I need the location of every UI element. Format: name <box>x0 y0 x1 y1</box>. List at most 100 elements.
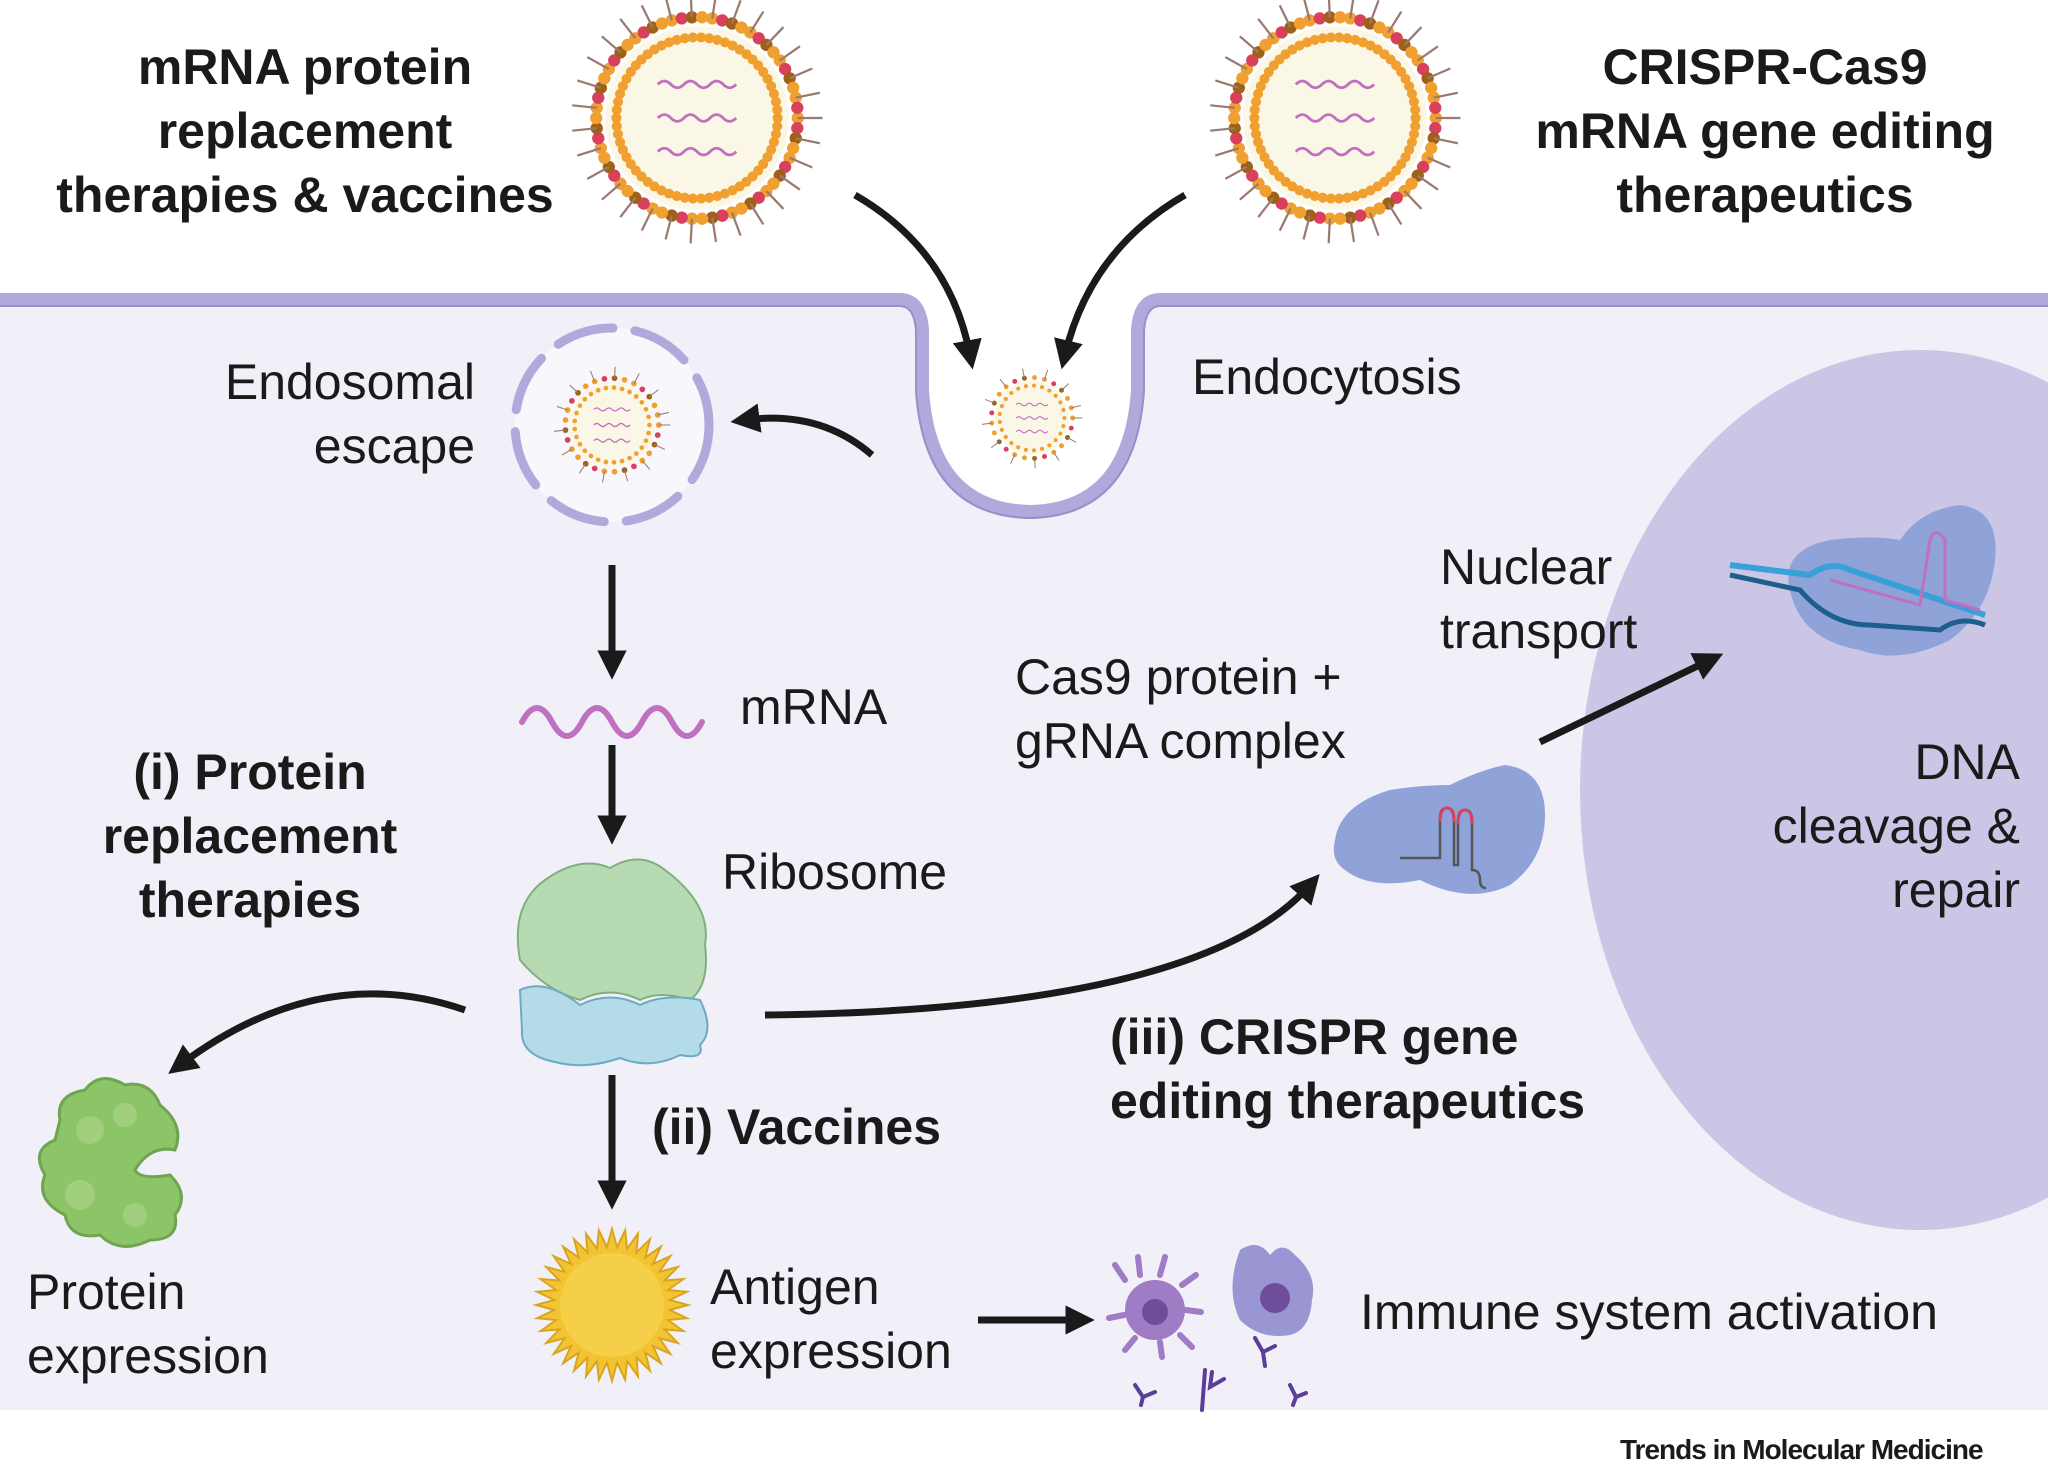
lipid-head <box>712 191 723 202</box>
peg-chain <box>1387 10 1403 34</box>
lipid-head <box>574 410 579 416</box>
lipid-head <box>591 465 598 472</box>
label-line: Endosomal <box>224 354 475 410</box>
dendritic-cell-icon <box>1106 1254 1204 1360</box>
peg-chain <box>1403 26 1423 46</box>
lipid-head <box>1012 378 1018 384</box>
label-nuclear-transport: Nuclear transport <box>1440 535 1637 663</box>
lipid-head <box>716 209 729 222</box>
lipid-head <box>639 445 645 450</box>
cas9-grna-complex-icon <box>1333 765 1545 894</box>
lipid-head <box>611 385 617 390</box>
lipid-head <box>1249 121 1260 132</box>
macrophage-icon <box>1232 1245 1314 1336</box>
lipid-head <box>1003 435 1008 440</box>
lipid-head <box>1354 14 1367 27</box>
lipid-head <box>1333 11 1347 24</box>
peg-chain <box>1257 197 1275 218</box>
peg-chain <box>1278 208 1292 232</box>
lipid-head <box>595 387 601 393</box>
peg-chain <box>641 460 651 470</box>
peg-chain <box>665 0 673 21</box>
label-mrna: mRNA <box>740 679 888 735</box>
lipid-head <box>1228 111 1241 125</box>
lipid-head <box>615 137 626 148</box>
lipid-head <box>772 104 783 115</box>
ribosome-small-subunit-icon <box>518 985 709 1067</box>
peg-chain <box>556 405 568 411</box>
lipid-head <box>1421 151 1434 164</box>
lipid-head <box>1062 415 1067 421</box>
mrna-cargo <box>1015 429 1049 434</box>
label-line: escape <box>313 418 475 474</box>
lipid-head <box>615 88 626 99</box>
peg-chain <box>1239 35 1260 54</box>
antigen-body <box>560 1253 664 1357</box>
lipid-head <box>651 402 658 409</box>
lipid-head <box>687 32 698 43</box>
label-protein-expression: Protein expression <box>27 1260 269 1388</box>
peg-chain <box>1044 369 1049 380</box>
lipid-head <box>675 211 688 224</box>
lipid-head <box>1342 33 1353 44</box>
lipid-head <box>582 448 588 454</box>
lipid-head <box>1253 88 1264 99</box>
lipid-head <box>1009 440 1014 445</box>
peg-chain <box>1071 404 1081 409</box>
lipid-head <box>1317 192 1328 203</box>
lipid-head <box>646 414 651 420</box>
peg-chain <box>619 18 637 39</box>
lipid-head <box>716 14 729 27</box>
lipid-head <box>1249 112 1260 124</box>
cytoplasm <box>0 300 2048 1410</box>
lipid-head <box>768 137 779 148</box>
lipid-head <box>1313 12 1326 25</box>
lipid-head <box>1410 112 1421 124</box>
lipid-head <box>696 193 707 204</box>
peg-chain <box>1067 437 1077 443</box>
lipid-head <box>1309 191 1320 202</box>
peg-chain <box>1433 91 1459 99</box>
lipid-head <box>564 437 571 443</box>
lipid-head <box>1068 425 1074 431</box>
lipid-head <box>627 389 632 395</box>
peg-chain <box>730 0 742 24</box>
lipid-head <box>1039 385 1045 390</box>
lipid-head <box>1047 443 1052 448</box>
peg-chain <box>779 174 801 191</box>
lipid-head <box>617 144 628 155</box>
mrna-cargo <box>656 79 738 90</box>
lipid-head <box>1255 144 1266 155</box>
lipid-head <box>1425 142 1438 155</box>
lipid-head <box>1053 438 1058 443</box>
lipid-head <box>569 398 575 404</box>
peg-chain <box>1417 45 1439 62</box>
lipid-nanoparticle-mrna-vaccine <box>572 0 823 244</box>
lipid-head <box>1429 122 1442 135</box>
lipid-head <box>1032 448 1037 453</box>
lipid-head <box>991 400 997 406</box>
lipid-head <box>612 96 624 107</box>
peg-chain <box>576 147 602 157</box>
arrow-endocytosis-to-endosome <box>730 403 875 458</box>
lipid-head <box>766 81 777 92</box>
peg-chain <box>711 217 718 243</box>
lipid-head <box>1425 81 1438 94</box>
lipid-head <box>577 403 583 409</box>
peg-chain <box>795 91 821 99</box>
lipid-head <box>996 391 1002 397</box>
peg-chain <box>1387 202 1403 226</box>
label-line: replacement <box>157 103 453 159</box>
peg-chain <box>578 463 587 474</box>
lipid-head <box>1039 446 1045 451</box>
lipid-nanoparticle-in-endosome <box>554 366 671 483</box>
antibodies-icon <box>1133 1336 1308 1412</box>
lipid-head <box>1065 396 1070 401</box>
label-cas9-grna-complex: Cas9 protein + gRNA complex <box>1015 645 1346 773</box>
label-mrna-protein-replacement-vaccines: mRNA protein replacement therapies & vac… <box>40 35 570 227</box>
lipid-head <box>601 375 608 382</box>
peg-chain <box>648 389 659 398</box>
lipid-head <box>1053 393 1058 398</box>
lipid-head <box>1313 211 1326 224</box>
